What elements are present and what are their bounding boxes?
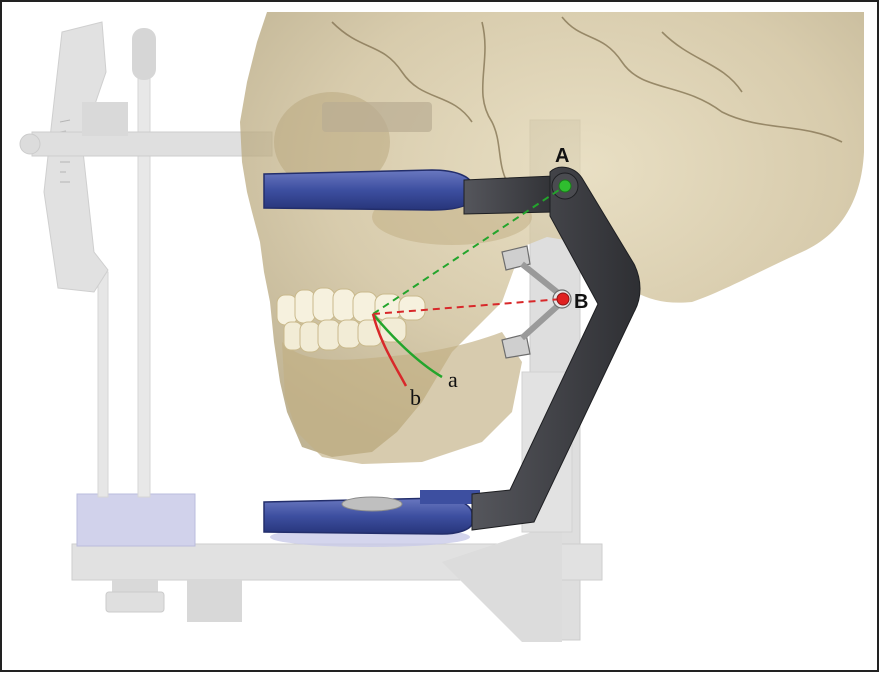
upper-bar-block [82, 102, 128, 136]
upper-plate-mount [322, 102, 432, 132]
adjust-knob [19, 133, 41, 155]
red-dashed-line [372, 298, 563, 315]
upper-horizontal-bar [31, 131, 273, 157]
red-dot-icon [556, 292, 570, 306]
curve-a-arc [372, 313, 443, 379]
guide-lines [371, 185, 566, 387]
skull-sutures [331, 16, 843, 183]
lower-plate-disc [341, 496, 403, 512]
green-dashed-line [372, 185, 566, 315]
articulator-frame [19, 21, 603, 642]
label-curve-a: a [448, 367, 458, 392]
incisal-guide-scale [43, 21, 109, 293]
green-dot-icon [558, 179, 572, 193]
lower-bite-plate [263, 490, 480, 547]
upper-bite-plate [263, 102, 473, 211]
label-curve-b: b [410, 385, 421, 410]
curve-b-arc [371, 313, 408, 387]
pillar-block [76, 493, 196, 547]
base-leg-left [187, 580, 242, 622]
label-point-b: B [574, 291, 588, 313]
label-point-a: A [555, 145, 569, 167]
incisal-rod-1 [97, 271, 109, 498]
thumb-screw-head [105, 591, 165, 613]
incisal-rod-knob [132, 28, 156, 80]
base-leg-right [442, 522, 562, 642]
incisal-rod-2 [137, 61, 151, 498]
lower-plate-connector [420, 490, 480, 504]
mandible [282, 332, 522, 464]
thumb-screw [112, 580, 158, 592]
